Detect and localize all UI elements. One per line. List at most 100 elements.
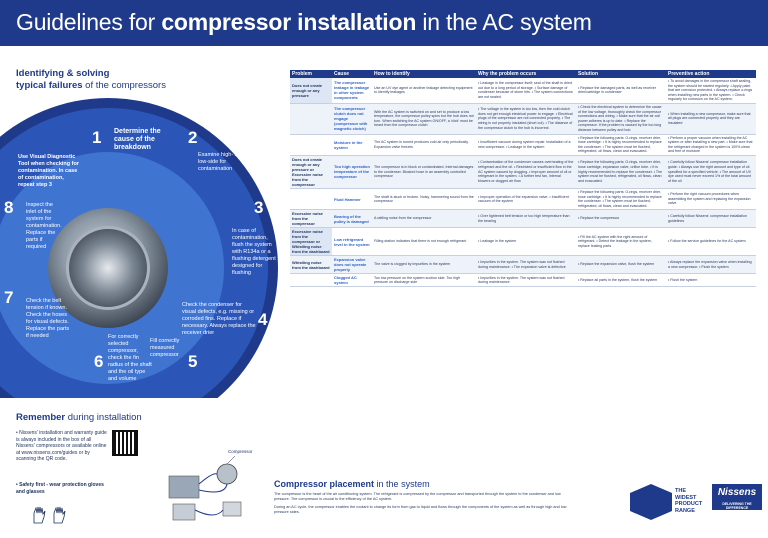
cell-how-to-identify: The shaft is stuck or broken. Noisy, ham… — [372, 188, 476, 211]
widest-range-text: THE WIDEST PRODUCT RANGE — [675, 488, 702, 514]
cell-how-to-identify: The AC system is turned produces cold ai… — [372, 134, 476, 156]
cell-preventive: • When installing a new compressor, make… — [666, 103, 756, 135]
cell-cause: Bearing of the pulley is damaged — [332, 209, 372, 229]
cell-preventive: • Flush the system — [666, 273, 756, 288]
title-post: in the AC system — [416, 9, 592, 35]
step-number-6: 6 — [94, 352, 104, 371]
widest-range-badge — [630, 484, 672, 520]
cell-cause: Low refrigerant level in the system — [332, 227, 372, 257]
cell-cause: The compressor leakage in leakage in oth… — [332, 78, 372, 104]
visual-tool-note: Use Visual Diagnostic Tool when checking… — [18, 154, 80, 188]
section-title: Identifying & solving typical failures o… — [16, 68, 166, 92]
step-text-2: Examine high- and low-side for contamina… — [198, 152, 244, 172]
cell-solution: • Replace the compressor — [576, 209, 666, 229]
cell-preventive: • To avoid damages in the compressor sha… — [666, 78, 756, 104]
cell-why: • The voltage in the system is too low, … — [476, 103, 576, 135]
cell-why: • Impurities in the system. The system w… — [476, 255, 576, 275]
remember-title-bold: Remember — [16, 412, 66, 423]
cell-how-to-identify: Filling station indicates that there is … — [372, 227, 476, 257]
table-row: Excessive noise from the compressor or W… — [290, 227, 756, 257]
cell-preventive: • Always replace the expansion valve whe… — [666, 255, 756, 275]
remember-note: • Nissens' installation and warranty gui… — [16, 430, 107, 462]
step-text-7: Check the belt tension if known. Check t… — [26, 298, 70, 339]
placement-title-bold: Compressor placement — [274, 479, 375, 489]
section-line1: Identifying & solving — [16, 68, 110, 79]
cell-problem — [290, 134, 332, 156]
col-header-solution: Solution — [576, 70, 666, 78]
badge-line-4: RANGE — [675, 507, 695, 514]
cell-cause: Expansion valve does not operate properl… — [332, 255, 372, 275]
section-line2-rest: of the compressors — [82, 80, 166, 91]
step-text-8: Inspect the inlet of the system for cont… — [26, 202, 62, 250]
failures-table: Problem Cause How to identify Why the pr… — [290, 70, 756, 288]
cell-solution: • Check the electrical system to determi… — [576, 103, 666, 135]
cell-problem — [290, 103, 332, 135]
cell-why: • Insufficient vacuum during system repa… — [476, 134, 576, 156]
title-bold: compressor installation — [161, 9, 417, 35]
cell-how-to-identify: The valve is clogged by impurities in th… — [372, 255, 476, 275]
cell-how-to-identify: The compressor is in block or contaminat… — [372, 155, 476, 189]
cell-solution: • Replace the following parts: O-rings, … — [576, 155, 666, 189]
diagnosis-wheel: 1 Determine the cause of the breakdown U… — [0, 98, 278, 398]
cell-problem: Does not create enough or any pressure o… — [290, 155, 332, 189]
cell-cause: Too high operation temperature of the co… — [332, 155, 372, 189]
step-text-5: Fill correctly measured compressor — [150, 338, 180, 358]
col-header-problem: Problem — [290, 70, 332, 78]
cell-preventive: • Carefully follow Nissens' compressor i… — [666, 209, 756, 229]
brand-name: Nissens — [717, 487, 757, 498]
cell-how-to-identify: Use an UV dye agent or another leakage d… — [372, 78, 476, 104]
col-header-cause: Cause — [332, 70, 372, 78]
cell-why: • Over tightened belt tension or too hig… — [476, 209, 576, 229]
cell-how-to-identify: With the AC system is switched on and se… — [372, 103, 476, 135]
cell-problem: Excessive noise from the compressor or W… — [290, 227, 332, 257]
placement-title-rest: in the system — [374, 479, 430, 489]
cell-solution: • Replace all parts in the system, flush… — [576, 273, 666, 288]
remember-title-rest: during installation — [65, 412, 142, 423]
cell-cause: Clogged AC system — [332, 273, 372, 288]
badge-line-2: WIDEST — [675, 494, 697, 501]
brand-tagline: DELIVERING THE DIFFERENCE — [722, 502, 752, 510]
placement-para-1: The compressor is the heart of the air c… — [274, 492, 561, 501]
safety-note: • Safety first - wear protection gloves … — [16, 482, 104, 495]
cell-problem: Does not create enough or any pressure — [290, 78, 332, 104]
cell-problem: Whistling noise from the dashboard — [290, 255, 332, 275]
cell-problem — [290, 188, 332, 211]
qr-code-icon[interactable] — [112, 430, 138, 456]
cell-preventive: • Perform a proper vacuum when installin… — [666, 134, 756, 156]
placement-para-2: During an AC cycle, the compressor enabl… — [274, 505, 567, 514]
step-number-3: 3 — [254, 198, 264, 217]
cell-problem — [290, 273, 332, 288]
gloves-icon — [33, 506, 66, 524]
cell-preventive: • Carefully follow Nissens' compressor i… — [666, 155, 756, 189]
cell-preventive: • Perform the right vacuum procedures wh… — [666, 188, 756, 211]
page-header: Guidelines for compressor installation i… — [0, 0, 768, 46]
badge-line-3: PRODUCT — [675, 501, 703, 507]
cell-solution: • Replace the following parts: O-rings, … — [576, 188, 666, 211]
cell-cause: Fluid Hammer — [332, 188, 372, 211]
section-line2-bold: typical failures — [16, 80, 83, 91]
cell-why: • Impurities in the system. The system w… — [476, 273, 576, 288]
page-title: Guidelines for compressor installation i… — [16, 9, 592, 36]
ac-system-diagram — [168, 455, 242, 521]
cell-why: • Improper operation of the expansion va… — [476, 188, 576, 211]
table-header-row: Problem Cause How to identify Why the pr… — [290, 70, 756, 78]
col-header-why: Why the problem occurs — [476, 70, 576, 78]
step-text-3: In case of contamination, flush the syst… — [232, 228, 276, 276]
cell-solution: • Replace the expansion valve, flush the… — [576, 255, 666, 275]
nissens-logo: Nissens DELIVERING THE DIFFERENCE — [712, 484, 762, 510]
step-number-8: 8 — [4, 198, 14, 217]
cell-why: • Leakage in the system — [476, 227, 576, 257]
cell-why: • Leakage in the compressor itself; seal… — [476, 78, 576, 104]
step-number-5: 5 — [188, 352, 198, 371]
placement-text: The compressor is the heart of the air c… — [274, 492, 574, 515]
step-text-6: For correctly selected compressor, check… — [108, 334, 152, 382]
step-number-2: 2 — [188, 128, 198, 147]
cell-solution: • Replace the following parts: O-rings, … — [576, 134, 666, 156]
step-number-4: 4 — [258, 310, 268, 329]
cell-cause: Moisture in the system — [332, 134, 372, 156]
cell-cause: The compressor clutch does not engage (c… — [332, 103, 372, 135]
